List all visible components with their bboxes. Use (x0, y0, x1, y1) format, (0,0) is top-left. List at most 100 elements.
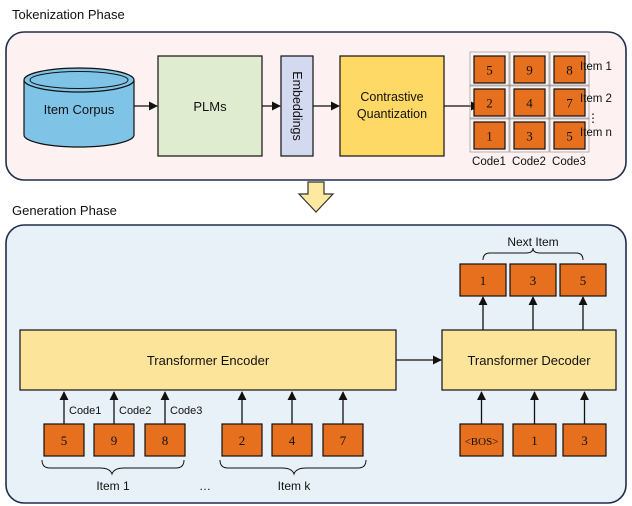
decoder-input-codes: <BOS> 1 3 (459, 391, 607, 457)
next-item-codes: 1 3 5 (459, 263, 607, 330)
encoder-input-code: 7 (322, 391, 364, 457)
code-cell: 3 (513, 121, 546, 150)
ellipsis: … (199, 479, 211, 493)
item1-label: Item 1 (96, 479, 130, 493)
next-item-code: 3 (509, 263, 557, 330)
decoder-input-code: 1 (512, 391, 557, 457)
grid-cell-frame (469, 117, 510, 153)
next-item-2-box (559, 263, 607, 297)
grid-code-0-0-box (473, 55, 506, 84)
grid-code-2-1-value: 3 (526, 129, 533, 144)
input-code2-label: Code2 (119, 405, 151, 417)
encoder-input-code: 8 (144, 391, 186, 457)
next-item-0-value: 1 (480, 273, 487, 288)
encoder-input-5-value: 7 (340, 433, 347, 448)
code-cell: 4 (513, 88, 546, 117)
next-item-0-box (459, 263, 507, 297)
encoder-input-4-box (271, 423, 313, 457)
code-cell: 5 (473, 55, 506, 84)
grid-code-0-1-box (513, 55, 546, 84)
grid-code-1-1-box (513, 88, 546, 117)
grid-cell-frame (549, 51, 590, 87)
row-label-item-2: Item 2 (580, 93, 612, 105)
quantization-label-line2: Quantization (357, 107, 427, 121)
grid-code-0-2-box (553, 55, 586, 84)
embeddings-label: Embeddings (290, 71, 304, 141)
decoder-input-2-box (562, 423, 607, 457)
item1-brace (41, 459, 185, 476)
decoder-input-0-box (459, 423, 504, 457)
decoder-input-2-value: 3 (581, 433, 588, 448)
grid-cell-frame (549, 117, 590, 153)
transformer-encoder-label: Transformer Encoder (147, 353, 270, 368)
grid-code-2-1-box (513, 121, 546, 150)
grid-code-1-1-value: 4 (526, 96, 533, 111)
grid-code-1-2-box (553, 88, 586, 117)
quantization-box (339, 55, 445, 157)
transformer-decoder-label: Transformer Decoder (467, 353, 591, 368)
encoder-input-1-value: 9 (111, 433, 118, 448)
grid-cell-frame (509, 51, 550, 87)
grid-cell-frame (469, 51, 510, 87)
plms-label: PLMs (193, 99, 227, 114)
itemk-label: Item k (278, 479, 312, 493)
next-item-code: 5 (559, 263, 607, 330)
grid-code-1-2-value: 7 (566, 96, 573, 111)
next-item-1-box (509, 263, 557, 297)
encoder-input-1-box (93, 423, 135, 457)
grid-code-0-1-value: 9 (526, 63, 533, 78)
code-cell: 5 (553, 121, 586, 150)
grid-code-0-0-value: 5 (486, 63, 493, 78)
down-arrow-icon (297, 181, 335, 213)
encoder-input-code: 2 (221, 391, 263, 457)
code-cell: 8 (553, 55, 586, 84)
decoder-input-code: 3 (562, 391, 607, 457)
next-item-label: Next Item (507, 235, 558, 249)
decoder-input-1-box (512, 423, 557, 457)
code-cell: 7 (553, 88, 586, 117)
column-label-code3: Code3 (552, 156, 586, 168)
next-item-2-value: 5 (580, 273, 587, 288)
tokenization-title: Tokenization Phase (12, 7, 125, 22)
encoder-input-code: 9 (93, 391, 135, 457)
grid-code-1-0-value: 2 (486, 96, 493, 111)
next-item-1-value: 3 (530, 273, 537, 288)
code-cell: 1 (473, 121, 506, 150)
encoder-input-codes: 5 9 8 2 4 7 (43, 391, 364, 457)
input-code1-label: Code1 (69, 405, 101, 417)
generation-title: Generation Phase (12, 203, 117, 218)
grid-code-2-2-box (553, 121, 586, 150)
itemk-brace (219, 459, 367, 476)
decoder-input-1-value: 1 (531, 433, 538, 448)
quantization-label-line1: Contrastive (360, 90, 423, 104)
decoder-input-code: <BOS> (459, 391, 504, 457)
transformer-encoder-box (19, 329, 397, 391)
encoder-input-code: 5 (43, 391, 85, 457)
grid-code-1-0-box (473, 88, 506, 117)
grid-code-2-2-value: 5 (566, 129, 573, 144)
grid-cell-frame (549, 84, 590, 120)
grid-cell-frame (469, 84, 510, 120)
grid-code-2-0-value: 1 (486, 129, 493, 144)
input-code3-label: Code3 (170, 405, 202, 417)
plms-box (157, 55, 263, 157)
encoder-input-code: 4 (271, 391, 313, 457)
item-corpus-cylinder (23, 67, 135, 148)
grid-code-2-0-box (473, 121, 506, 150)
next-item-brace (482, 247, 584, 261)
code-cell: 9 (513, 55, 546, 84)
column-label-code1: Code1 (472, 156, 506, 168)
grid-cell-frame (509, 84, 550, 120)
encoder-input-2-box (144, 423, 186, 457)
item-corpus-label: Item Corpus (44, 102, 115, 117)
next-item-code: 1 (459, 263, 507, 330)
row-label-item-1: Item 1 (580, 61, 612, 73)
encoder-input-3-value: 2 (239, 433, 246, 448)
code-grid: 5 9 8 2 4 7 1 3 5 (469, 51, 590, 153)
row-dots: ⋮ (587, 111, 599, 125)
encoder-input-3-box (221, 423, 263, 457)
decoder-input-0-value: <BOS> (465, 436, 499, 448)
column-label-code2: Code2 (512, 156, 546, 168)
